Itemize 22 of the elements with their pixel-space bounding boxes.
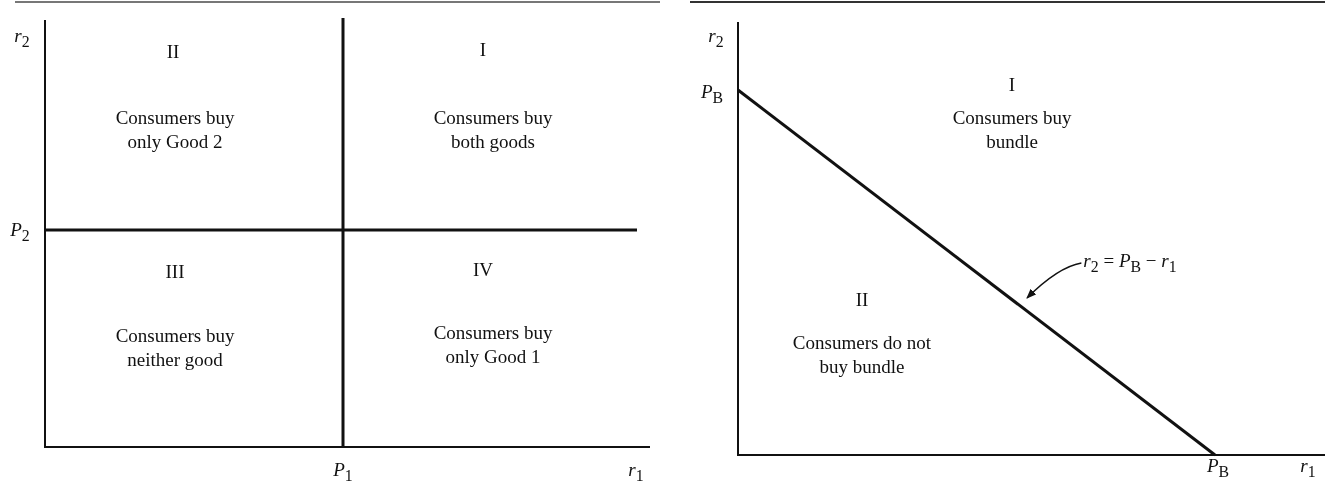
axis-label: P$_{B}$	[1206, 454, 1230, 482]
axis-label: r$_{2}$	[14, 24, 30, 52]
region-numeral: I	[479, 38, 487, 62]
region-description: Consumers buy only Good 2	[114, 106, 236, 154]
region-description: Consumers buy neither good	[114, 324, 236, 372]
region-numeral: I	[1008, 73, 1016, 97]
region-description: Consumers buy bundle	[951, 106, 1073, 154]
region-description: Consumers buy only Good 1	[432, 321, 554, 369]
equation-label: r$_{2}$ = P$_{B}$ − r$_{1}$	[1083, 249, 1177, 277]
axis-label: r$_{1}$	[1300, 454, 1316, 482]
axis-label: r$_{2}$	[708, 24, 724, 52]
region-numeral: II	[166, 40, 180, 64]
region-description: Consumers buy both goods	[432, 106, 554, 154]
region-numeral: III	[165, 260, 185, 284]
axis-label: P$_{2}$	[10, 218, 30, 246]
leader-arrow	[1026, 262, 1082, 299]
axis-label: P$_{1}$	[333, 458, 353, 486]
region-numeral: IV	[472, 258, 494, 282]
axis-label: P$_{B}$	[700, 80, 724, 108]
axis-label: r$_{1}$	[628, 458, 644, 486]
region-description: Consumers do not buy bundle	[791, 331, 933, 379]
region-numeral: II	[855, 288, 869, 312]
